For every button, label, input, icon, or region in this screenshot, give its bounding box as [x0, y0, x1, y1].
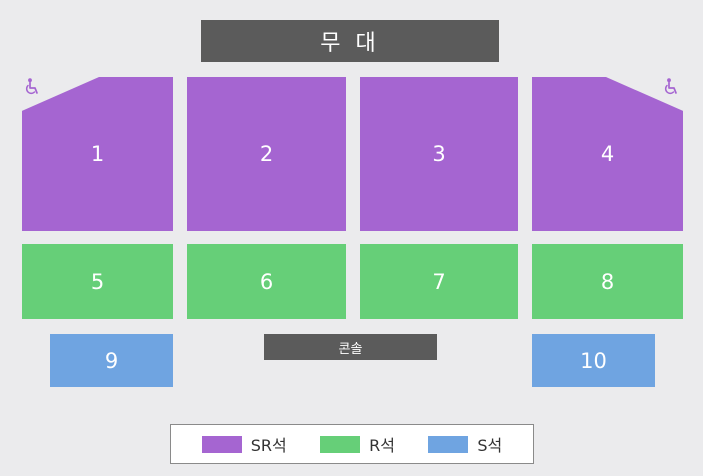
section-label: 10 — [580, 348, 607, 373]
section-label: 5 — [90, 269, 105, 294]
section-label: 1 — [90, 142, 105, 166]
section-label: 6 — [259, 269, 274, 294]
wheelchair-icon — [664, 78, 677, 95]
legend-label: S석 — [477, 436, 503, 455]
section-label: 4 — [600, 142, 615, 166]
legend-swatch-r — [320, 435, 361, 453]
legend-item-r: R석 — [320, 432, 395, 456]
seat-legend: SR석 R석 S석 — [170, 424, 534, 464]
section-5[interactable]: 5 — [22, 244, 173, 319]
section-label: 2 — [259, 142, 274, 166]
section-2[interactable]: 2 — [187, 77, 346, 231]
legend-swatch-s — [428, 435, 469, 453]
section-7[interactable]: 7 — [360, 244, 518, 319]
console-label: 콘솔 — [264, 334, 437, 360]
legend-swatch-sr — [201, 435, 242, 453]
legend-item-s: S석 — [428, 432, 502, 456]
stage-label: 무 대 — [201, 20, 499, 62]
section-label: 7 — [432, 269, 446, 294]
wheelchair-icon — [25, 78, 38, 95]
legend-label: R석 — [369, 436, 395, 455]
section-10[interactable]: 10 — [532, 334, 655, 387]
section-9[interactable]: 9 — [50, 334, 173, 387]
legend-item-sr: SR석 — [201, 432, 287, 456]
section-label: 8 — [600, 269, 615, 294]
section-4[interactable]: 4 — [532, 77, 683, 231]
section-1[interactable]: 1 — [22, 77, 173, 231]
legend-label: SR석 — [250, 436, 287, 455]
section-8[interactable]: 8 — [532, 244, 683, 319]
section-6[interactable]: 6 — [187, 244, 346, 319]
section-label: 3 — [432, 142, 446, 166]
section-3[interactable]: 3 — [360, 77, 518, 231]
section-label: 9 — [104, 348, 119, 373]
